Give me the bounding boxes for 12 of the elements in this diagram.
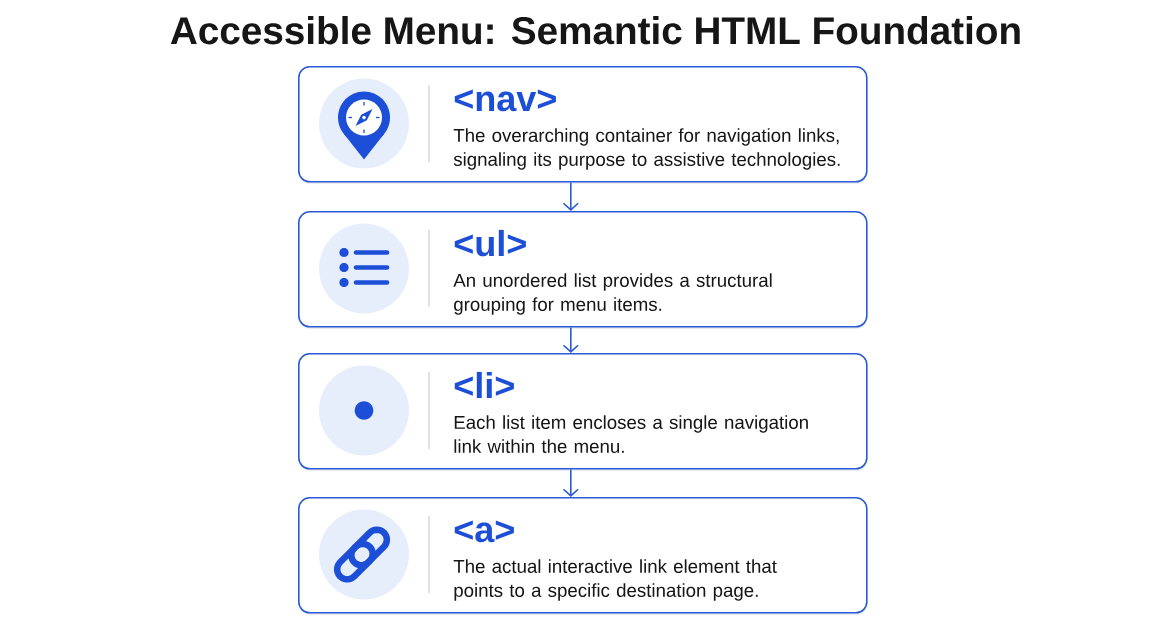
description: The actual interactive link element that points to a specific destination page. (453, 559, 777, 601)
description: Each list item encloses a single navigation link within the menu. (454, 415, 808, 453)
arrow (562, 326, 579, 353)
heading: <li> (454, 371, 514, 398)
title: Accessible Menu: Semantic HTML Foundation (170, 16, 1020, 45)
heading: <ul> (454, 229, 526, 257)
heading: <nav> (454, 89, 556, 112)
heading: <a> (454, 520, 514, 543)
arrow (562, 181, 579, 211)
description: An unordered list provides a structural grouping for menu items. (453, 273, 772, 315)
arrow (562, 468, 579, 497)
description: The overarching container for navigation links, signaling its purpose to assistive technologies. (453, 128, 840, 170)
